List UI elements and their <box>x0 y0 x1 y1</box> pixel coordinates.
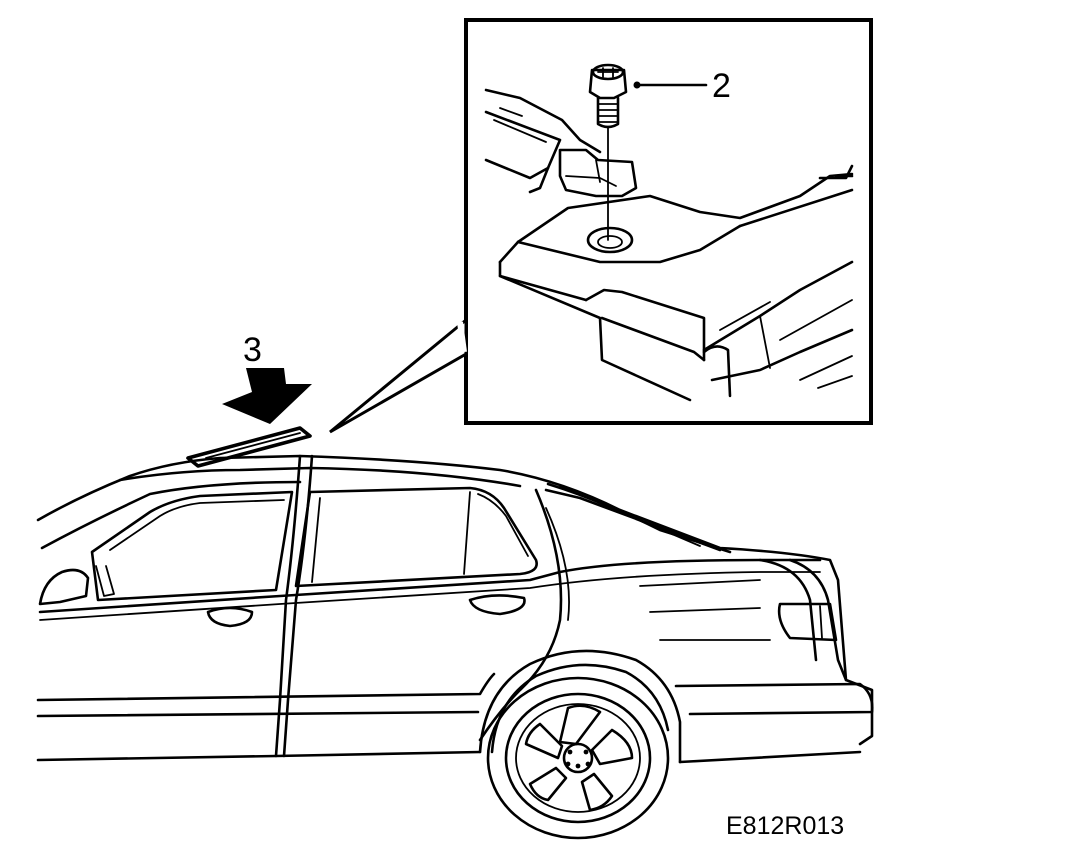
figure-code: E812R013 <box>726 812 844 840</box>
side-mirror <box>38 568 90 606</box>
callout-2-label: 2 <box>712 67 731 105</box>
tire <box>486 676 670 840</box>
callout-3: 3 <box>222 331 312 424</box>
roof-rail <box>186 426 312 468</box>
rear-door-handle <box>468 594 526 616</box>
detail-inset: 2 <box>464 18 873 425</box>
tail-light <box>777 602 838 642</box>
callout-3-arrow <box>222 368 312 424</box>
front-door-window <box>90 490 294 602</box>
rear-door-window <box>294 486 538 588</box>
inset-frame <box>464 18 873 425</box>
callout-3-label: 3 <box>243 331 262 369</box>
rear-wheel <box>486 676 670 840</box>
inset-roof-bracket <box>484 88 854 402</box>
car-side-view <box>36 426 874 840</box>
zoom-pointer <box>329 316 468 434</box>
front-door-handle <box>206 606 254 628</box>
bolt-2 <box>588 63 628 241</box>
wheel-hub <box>562 742 594 774</box>
callout-2: 2 <box>633 67 731 105</box>
bolt-head <box>588 68 628 100</box>
bolt-shank <box>596 96 620 129</box>
